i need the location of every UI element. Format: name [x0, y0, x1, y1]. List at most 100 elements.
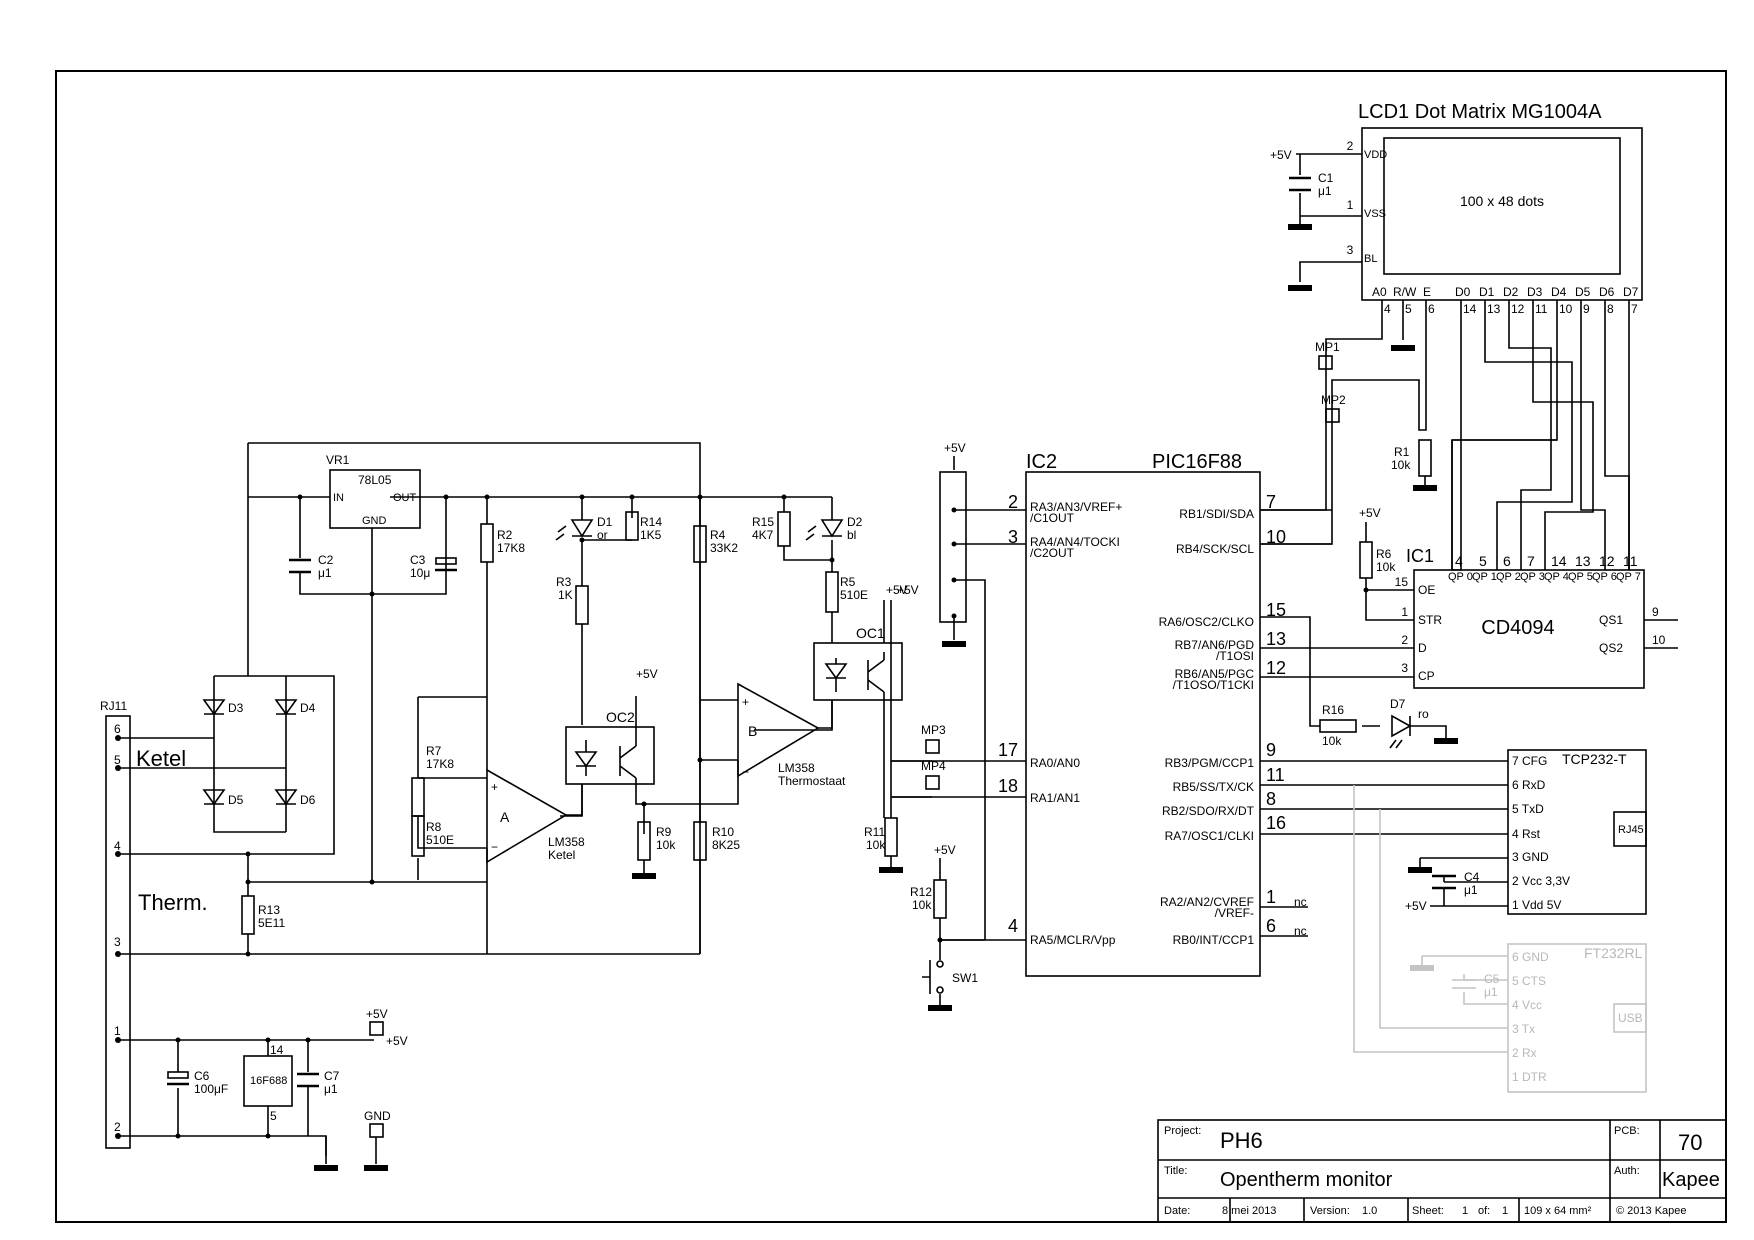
d2-ref: D2 — [847, 515, 863, 529]
r15-value: 4K7 — [752, 528, 774, 542]
r8-ref: R8 — [426, 820, 442, 834]
mp2-pad — [1325, 408, 1340, 423]
c7-value: μ1 — [324, 1082, 338, 1096]
pic-small-name: 16F688 — [250, 1075, 287, 1087]
c1-ref: C1 — [1318, 171, 1334, 185]
pic-small-pin-bot: 5 — [270, 1109, 277, 1123]
ic1-qp-pin: 14 — [1551, 553, 1567, 569]
ic1-qp: QP 1 — [1472, 571, 1497, 583]
plus5v-label: +5V — [886, 583, 908, 597]
ic2-pin-num: 16 — [1266, 813, 1286, 833]
c5-value: μ1 — [1484, 985, 1498, 999]
lm358b-unit: B — [748, 723, 757, 739]
ic1-cd4094: IC1 CD4094 QP 0 QP 1 QP 2 QP 3 QP 4 QP 5… — [1395, 546, 1678, 689]
ic2-pin-name: RB2/SDO/RX/DT — [1162, 804, 1255, 818]
ic2-pin-num: 1 — [1266, 887, 1276, 907]
ic2-pin-num: 7 — [1266, 492, 1276, 512]
sw1-label: SW1 — [952, 971, 978, 985]
c1-value: μ1 — [1318, 184, 1332, 198]
r10-ref: R10 — [712, 825, 734, 839]
ic2-pin-name: RA3/AN3/VREF+ — [1030, 500, 1122, 514]
tcp-pin: 7 CFG — [1512, 754, 1547, 768]
r6-ref: R6 — [1376, 547, 1392, 561]
r5-ref: R5 — [840, 575, 856, 589]
tb-title: Opentherm monitor — [1220, 1169, 1393, 1191]
tcp-rj45: RJ45 — [1618, 824, 1644, 836]
ic2-pin-name: RB5/SS/TX/CK — [1173, 780, 1254, 794]
ic1-qp: QP 2 — [1496, 571, 1521, 583]
c6-value: 100μF — [194, 1082, 228, 1096]
lcd-pin-labels: A0 R/W E D0 D1 D2 D3 D4 D5 D6 D7 — [1372, 285, 1639, 299]
ic2-pin-name: RA7/OSC1/CLKI — [1165, 829, 1254, 843]
lcd-pin-bl: BL — [1364, 253, 1377, 265]
bridge-diode: D3 — [228, 701, 244, 715]
mp3-label: MP3 — [921, 723, 946, 737]
ic2-pin-name: RA1/AN1 — [1030, 791, 1080, 805]
lcd-pin-label: A0 — [1372, 285, 1387, 299]
ic1-pin-num: 15 — [1395, 575, 1409, 589]
lm358b-label: Thermostaat — [778, 774, 846, 788]
tb-pcb-label: PCB: — [1614, 1125, 1640, 1137]
lcd-pin-label: D0 — [1455, 285, 1471, 299]
lcd-pin-num: 4 — [1384, 302, 1391, 316]
r16-ref: R16 — [1322, 703, 1344, 717]
lcd-pin-num: 7 — [1631, 302, 1638, 316]
r6-group: +5V R6 10k — [1359, 506, 1414, 621]
ic1-name: CD4094 — [1481, 617, 1554, 639]
r7-value: 17K8 — [426, 757, 454, 771]
tb-project: PH6 — [1220, 1128, 1263, 1153]
svg-text:+: + — [742, 695, 749, 709]
tb-of-label: of: — [1478, 1205, 1490, 1217]
ic2-pin-num: 4 — [1008, 916, 1018, 936]
tcp-pin: 4 Rst — [1512, 827, 1541, 841]
ic1-pin-num: 2 — [1401, 633, 1408, 647]
tb-auth-label: Auth: — [1614, 1165, 1640, 1177]
ic2-pin-num: 9 — [1266, 740, 1276, 760]
ic2-pin-name2: /T1OSI — [1216, 649, 1254, 663]
lcd1: LCD1 Dot Matrix MG1004A 100 x 48 dots VD… — [1347, 101, 1643, 318]
r10-value: 8K25 — [712, 838, 740, 852]
tcp-pin: 2 Vcc 3,3V — [1512, 874, 1570, 888]
tb-title-label: Title: — [1164, 1165, 1187, 1177]
ic2-pin-num: 2 — [1008, 492, 1018, 512]
ic1-qp: QP 6 — [1592, 571, 1617, 583]
c3-ref: C3 — [410, 553, 426, 567]
r16-value: 10k — [1322, 734, 1342, 748]
r6-value: 10k — [1376, 560, 1396, 574]
r14-value: 1K5 — [640, 528, 662, 542]
vr1-in: IN — [333, 492, 344, 504]
rj11-pin: 5 — [114, 753, 121, 767]
ic1-pin-num: 9 — [1652, 605, 1659, 619]
ft232rl-module: FT232RL 6 GND 5 CTS 4 Vcc 3 Tx 2 Rx 1 DT… — [1353, 785, 1647, 1093]
oc1-label: OC1 — [856, 625, 885, 641]
tb-version-label: Version: — [1310, 1205, 1350, 1217]
ic1-pin-num: 3 — [1401, 661, 1408, 675]
lcd-title: LCD1 Dot Matrix MG1004A — [1358, 101, 1602, 123]
d7-ref: D7 — [1390, 697, 1406, 711]
r3-ref: R3 — [556, 575, 572, 589]
r9-value: 10k — [656, 838, 676, 852]
ic1-pin-name: OE — [1418, 583, 1435, 597]
vr1-name: 78L05 — [358, 473, 392, 487]
ic2-pin-name2: /VREF- — [1215, 906, 1254, 920]
prog-header: +5V MP3 MP4 R11 10k +5V +5V R12 10k SW1 — [864, 441, 986, 1011]
r7-ref: R7 — [426, 744, 442, 758]
ic2-pin-name: RB0/INT/CCP1 — [1173, 933, 1255, 947]
r2-ref: R2 — [497, 528, 513, 542]
r11-ref: R11 — [864, 825, 885, 839]
ic1-qp-pin: 4 — [1455, 553, 1463, 569]
gnd-label: GND — [364, 1109, 391, 1123]
lcd-pin-vdd: VDD — [1364, 149, 1387, 161]
ic2-pin-name: RB7/AN6/PGD — [1175, 638, 1255, 652]
tcp-pin: 6 RxD — [1512, 778, 1546, 792]
rj11-ref: RJ11 — [100, 699, 127, 713]
rj11-connector: RJ11 Ketel Therm. 6 5 4 3 1 2 R13 5E11 — [100, 699, 700, 1149]
ic2-pin-num: 12 — [1266, 658, 1286, 678]
rj11-pin: 3 — [114, 935, 121, 949]
r2-value: 17K8 — [497, 541, 525, 555]
ic2-pin-num: 15 — [1266, 600, 1286, 620]
lcd-pin-label: D4 — [1551, 285, 1567, 299]
ic2-pin-num: 17 — [998, 740, 1018, 760]
c5-ref: C5 — [1484, 972, 1500, 986]
ic2-nc: nc — [1294, 895, 1307, 909]
